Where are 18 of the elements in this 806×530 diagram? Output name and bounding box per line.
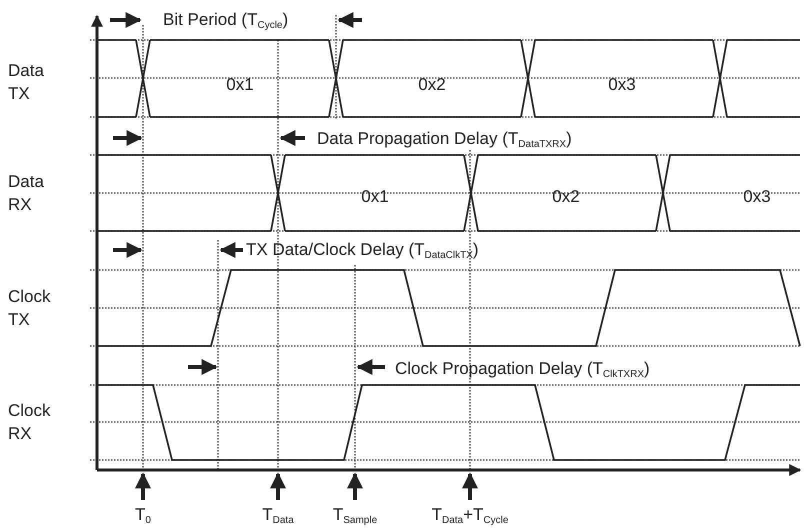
time-marker-label: T$_{Data}$+T$_{Cycle}$ <box>432 505 508 525</box>
data-value: 0x1 <box>361 187 389 207</box>
data-value: 0x2 <box>552 187 580 207</box>
data-value: 0x1 <box>226 75 254 95</box>
signal-name: Clock TX <box>8 286 52 331</box>
timing-annotation: Data Propagation Delay (T$_{DataTXRX}$) <box>317 129 572 149</box>
data-value: 0x3 <box>608 75 636 95</box>
timing-annotation: TX Data/Clock Delay (T$_{DataClkTX}$) <box>246 240 479 260</box>
data-value: 0x2 <box>418 75 446 95</box>
signal-name: Data TX <box>8 60 45 105</box>
signal-name: Clock RX <box>8 400 52 445</box>
timing-annotation: Bit Period (T$_{Cycle}$) <box>163 10 288 30</box>
time-marker-label: T$_{0}$ <box>135 505 151 525</box>
time-marker-label: T$_{Sample}$ <box>332 505 378 525</box>
signal-name: Data RX <box>8 171 45 216</box>
data-value: 0x3 <box>743 187 771 207</box>
timing-annotation: Clock Propagation Delay (T$_{ClkTXRX}$) <box>395 359 650 379</box>
time-marker-label: T$_{Data}$ <box>262 505 294 525</box>
